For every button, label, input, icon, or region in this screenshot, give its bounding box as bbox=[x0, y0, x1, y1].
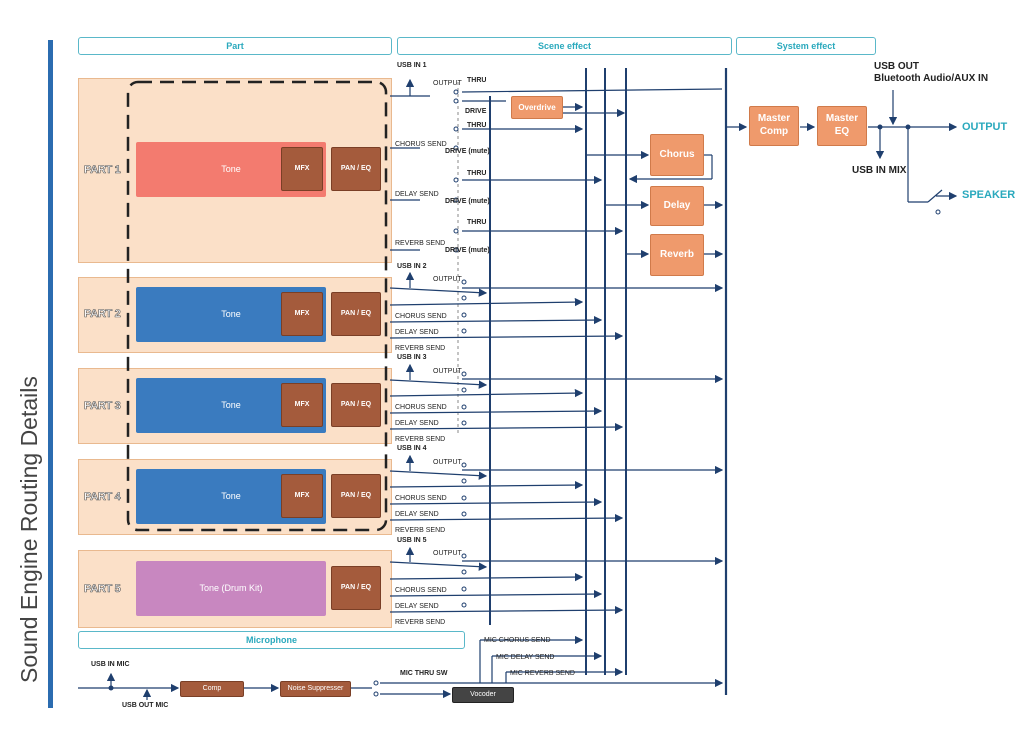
p4-delay-label: DELAY SEND bbox=[395, 511, 439, 518]
header-scene-effect: Scene effect bbox=[397, 37, 732, 55]
mic-delay-send-label: MIC DELAY SEND bbox=[496, 654, 555, 661]
part-5-label: PART 5 bbox=[84, 583, 121, 596]
p1-thru4-label: THRU bbox=[467, 219, 487, 226]
part-2-mfx: MFX bbox=[281, 292, 323, 336]
p1-drive-mute-3: DRIVE (mute) bbox=[445, 247, 490, 254]
usb-in-1-label: USB IN 1 bbox=[397, 62, 427, 69]
p3-output-label: OUTPUT bbox=[433, 368, 462, 375]
mic-thru-sw-label: MIC THRU SW bbox=[400, 670, 448, 677]
vocoder-box: Vocoder bbox=[452, 687, 514, 703]
part-2-label: PART 2 bbox=[84, 308, 121, 321]
output-label: OUTPUT bbox=[962, 121, 1008, 133]
p1-output-label: OUTPUT bbox=[433, 80, 462, 87]
usb-out-mic-label: USB OUT MIC bbox=[122, 702, 169, 709]
p1-thru2-label: THRU bbox=[467, 122, 487, 129]
usb-in-mix-label: USB IN MIX bbox=[852, 165, 907, 176]
p1-reverb-send-label: REVERB SEND bbox=[395, 240, 446, 247]
p4-output-label: OUTPUT bbox=[433, 459, 462, 466]
usb-in-3-label: USB IN 3 bbox=[397, 354, 427, 361]
p1-chorus-send-label: CHORUS SEND bbox=[395, 141, 447, 148]
part-4-rows bbox=[389, 454, 724, 523]
header-part: Part bbox=[78, 37, 392, 55]
part-5-rows bbox=[389, 546, 724, 615]
chorus-box: Chorus bbox=[650, 134, 704, 176]
header-microphone: Microphone bbox=[78, 631, 465, 649]
mfx-group-dashed-box bbox=[126, 80, 388, 532]
part-5-pan-eq: PAN / EQ bbox=[331, 566, 381, 610]
p2-reverb-label: REVERB SEND bbox=[395, 345, 446, 352]
part-3-label: PART 3 bbox=[84, 400, 121, 413]
usb-in-mic-label: USB IN MIC bbox=[91, 661, 130, 668]
overdrive-box: Overdrive bbox=[511, 96, 563, 119]
p1-drive-mute-1: DRIVE (mute) bbox=[445, 148, 490, 155]
part-5-tone: Tone (Drum Kit) bbox=[136, 561, 326, 616]
part-1-pan-eq: PAN / EQ bbox=[331, 147, 381, 191]
part-2-rows bbox=[389, 271, 724, 341]
p4-chorus-label: CHORUS SEND bbox=[395, 495, 447, 502]
p3-chorus-label: CHORUS SEND bbox=[395, 404, 447, 411]
part-1-label: PART 1 bbox=[84, 164, 121, 177]
speaker-label: SPEAKER bbox=[962, 189, 1016, 201]
part-2-pan-eq: PAN / EQ bbox=[331, 292, 381, 336]
mic-reverb-send-label: MIC REVERB SEND bbox=[510, 670, 575, 677]
mic-chorus-send-label: MIC CHORUS SEND bbox=[484, 637, 551, 644]
part-4-label: PART 4 bbox=[84, 491, 121, 504]
p1-thru-label: THRU bbox=[467, 77, 487, 84]
p5-reverb-label: REVERB SEND bbox=[395, 619, 446, 626]
title-underline bbox=[48, 40, 53, 708]
usb-in-5-label: USB IN 5 bbox=[397, 537, 427, 544]
master-comp-box: Master Comp bbox=[749, 106, 799, 146]
p1-drive-label: DRIVE bbox=[465, 108, 487, 115]
p5-chorus-label: CHORUS SEND bbox=[395, 587, 447, 594]
mic-comp-box: Comp bbox=[180, 681, 244, 697]
noise-suppressor-box: Noise Suppresser bbox=[280, 681, 351, 697]
p1-delay-send-label: DELAY SEND bbox=[395, 191, 439, 198]
p3-delay-label: DELAY SEND bbox=[395, 420, 439, 427]
part-3-mfx: MFX bbox=[281, 383, 323, 427]
usb-out-label: USB OUT bbox=[874, 61, 919, 72]
p5-delay-label: DELAY SEND bbox=[395, 603, 439, 610]
header-system-effect: System effect bbox=[736, 37, 876, 55]
part-4-pan-eq: PAN / EQ bbox=[331, 474, 381, 518]
p2-chorus-label: CHORUS SEND bbox=[395, 313, 447, 320]
p2-delay-label: DELAY SEND bbox=[395, 329, 439, 336]
part-4-mfx: MFX bbox=[281, 474, 323, 518]
part-3-pan-eq: PAN / EQ bbox=[331, 383, 381, 427]
p4-reverb-label: REVERB SEND bbox=[395, 527, 446, 534]
p1-drive-mute-2: DRIVE (mute) bbox=[445, 198, 490, 205]
p5-output-label: OUTPUT bbox=[433, 550, 462, 557]
usb-in-2-label: USB IN 2 bbox=[397, 263, 427, 270]
reverb-box: Reverb bbox=[650, 234, 704, 276]
bt-aux-label: Bluetooth Audio/AUX IN bbox=[874, 73, 989, 84]
part-1-mfx: MFX bbox=[281, 147, 323, 191]
part-3-rows bbox=[389, 363, 724, 432]
usb-in-4-label: USB IN 4 bbox=[397, 445, 427, 452]
p2-output-label: OUTPUT bbox=[433, 276, 462, 283]
p1-thru3-label: THRU bbox=[467, 170, 487, 177]
p3-reverb-label: REVERB SEND bbox=[395, 436, 446, 443]
master-eq-box: Master EQ bbox=[817, 106, 867, 146]
delay-box: Delay bbox=[650, 186, 704, 226]
